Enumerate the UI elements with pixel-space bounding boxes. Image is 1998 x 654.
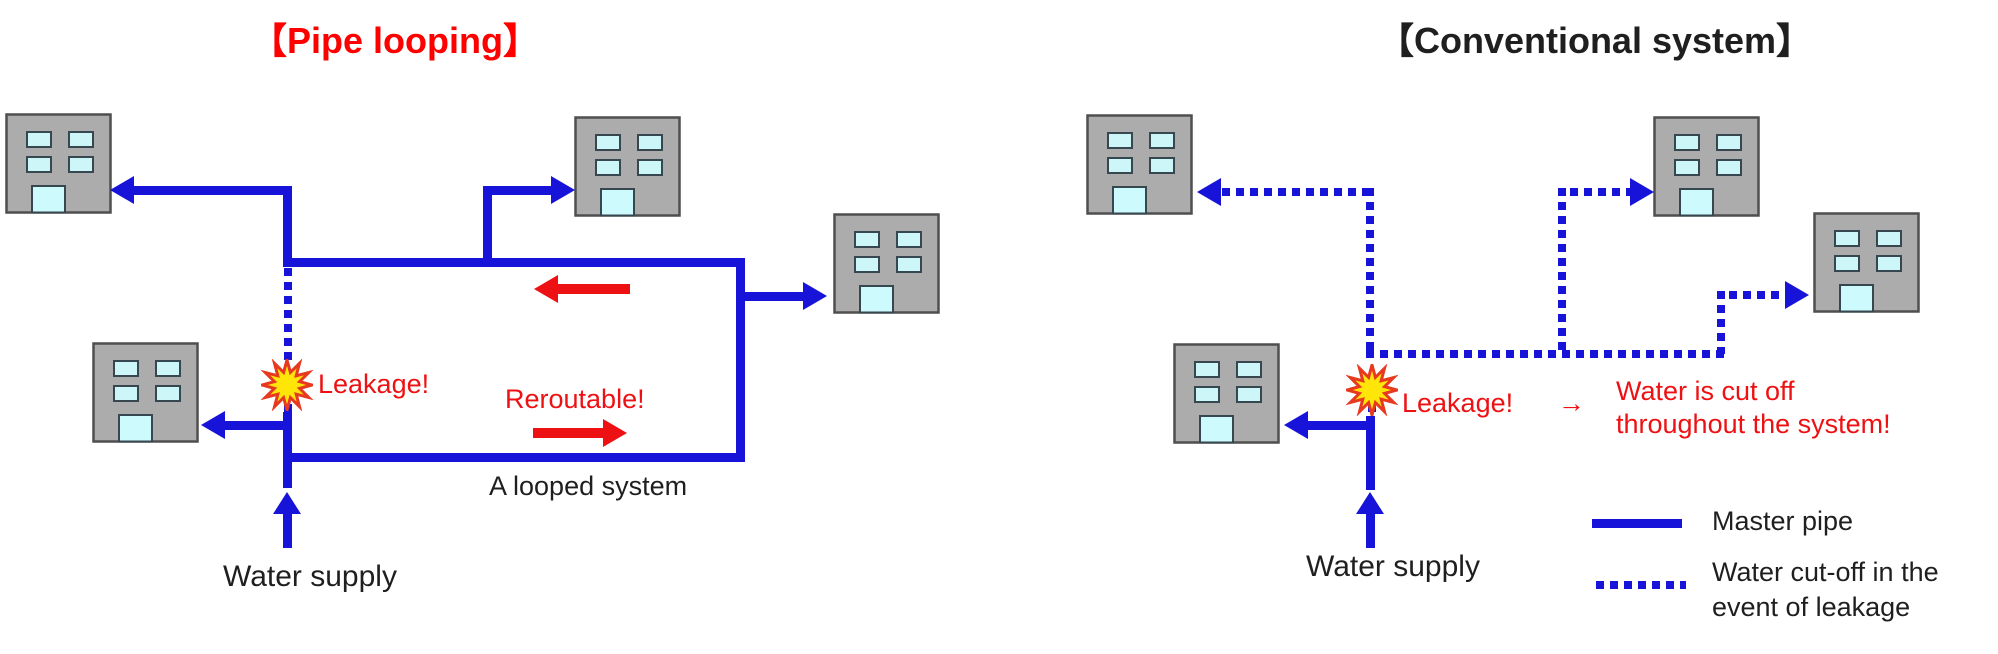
right-panel-title: 【Conventional system】 <box>1377 20 1813 61</box>
master-pipe-loop-bottom <box>283 453 745 462</box>
building-conv-right <box>1813 212 1920 318</box>
cutoff-pipe-right-branch <box>1729 291 1787 299</box>
cutoff-pipe-right-corner-vertical <box>1717 291 1725 354</box>
flow-direction-arrow-left <box>558 284 630 294</box>
water-supply-arrowhead-icon <box>1356 492 1384 514</box>
water-supply-inlet-pipe <box>283 512 292 548</box>
pipe-arrowhead-icon <box>1630 178 1654 206</box>
looped-system-label: A looped system <box>489 471 688 501</box>
building-conv-bottom-left <box>1173 343 1280 449</box>
building-loop-top-middle <box>574 116 681 222</box>
cutoff-pipe-top-left-branch <box>1222 188 1370 196</box>
flow-arrowhead-icon <box>603 419 627 447</box>
master-pipe-top-left-branch <box>134 186 291 195</box>
left-panel-title: 【Pipe looping】 <box>251 20 539 61</box>
master-pipe-middle-branch-horizontal <box>483 186 553 195</box>
cutoff-pipe-main-horizontal <box>1366 350 1725 358</box>
master-pipe-loop-right <box>736 258 745 462</box>
building-conv-top-left <box>1086 114 1193 220</box>
master-pipe-right-branch <box>745 292 805 301</box>
water-supply-inlet-pipe <box>1366 512 1375 548</box>
cutoff-result-line2: throughout the system! <box>1616 409 1891 439</box>
legend-cutoff-label-line1: Water cut-off in the <box>1712 557 1939 587</box>
master-pipe-middle-branch-vertical <box>483 190 492 267</box>
legend-master-pipe-label: Master pipe <box>1712 506 1854 536</box>
master-pipe-loop-top <box>283 258 745 267</box>
legend-cutoff-label-line2: event of leakage <box>1712 592 1911 622</box>
cutoff-result-line1: Water is cut off <box>1616 376 1795 406</box>
pipe-arrowhead-icon <box>110 176 134 204</box>
pipe-arrowhead-icon <box>551 176 575 204</box>
master-pipe-conv-vertical <box>1366 416 1375 490</box>
flow-direction-arrow-right <box>533 428 605 438</box>
water-supply-label-right: Water supply <box>1306 550 1480 583</box>
leakage-label-left: Leakage! <box>318 369 430 399</box>
pipe-arrowhead-icon <box>1197 178 1221 206</box>
master-pipe-left-upper-vertical <box>283 186 292 267</box>
cutoff-pipe-middle-branch-horizontal <box>1570 188 1632 196</box>
reroutable-label: Reroutable! <box>505 384 645 414</box>
cutoff-pipe-main-vertical <box>1366 188 1374 354</box>
building-conv-top-middle <box>1653 116 1760 222</box>
building-loop-right <box>833 213 940 319</box>
legend-dotted-line <box>1596 581 1686 589</box>
building-loop-bottom-left <box>92 342 199 448</box>
cutoff-pipe-left-vertical <box>284 268 292 366</box>
flow-arrowhead-icon <box>534 275 558 303</box>
pipe-arrowhead-icon <box>1284 411 1308 439</box>
legend-solid-line <box>1592 519 1682 528</box>
pipe-arrowhead-icon <box>201 411 225 439</box>
leakage-label-right: Leakage! <box>1402 388 1514 418</box>
pipe-arrowhead-icon <box>1785 281 1809 309</box>
cutoff-pipe-stub <box>284 404 292 418</box>
master-pipe-conv-bottom-left-branch <box>1308 421 1375 430</box>
building-loop-top-left <box>5 113 112 219</box>
master-pipe-bottom-left-branch <box>225 421 292 430</box>
master-pipe-left-lower-vertical <box>283 412 292 488</box>
implies-arrow-label: → <box>1558 388 1585 418</box>
water-supply-arrowhead-icon <box>273 492 301 514</box>
cutoff-pipe-middle-branch-vertical <box>1558 188 1566 350</box>
leakage-burst-icon <box>256 354 318 416</box>
pipe-arrowhead-icon <box>803 282 827 310</box>
leakage-burst-icon <box>1341 359 1403 421</box>
water-supply-label-left: Water supply <box>223 560 397 593</box>
